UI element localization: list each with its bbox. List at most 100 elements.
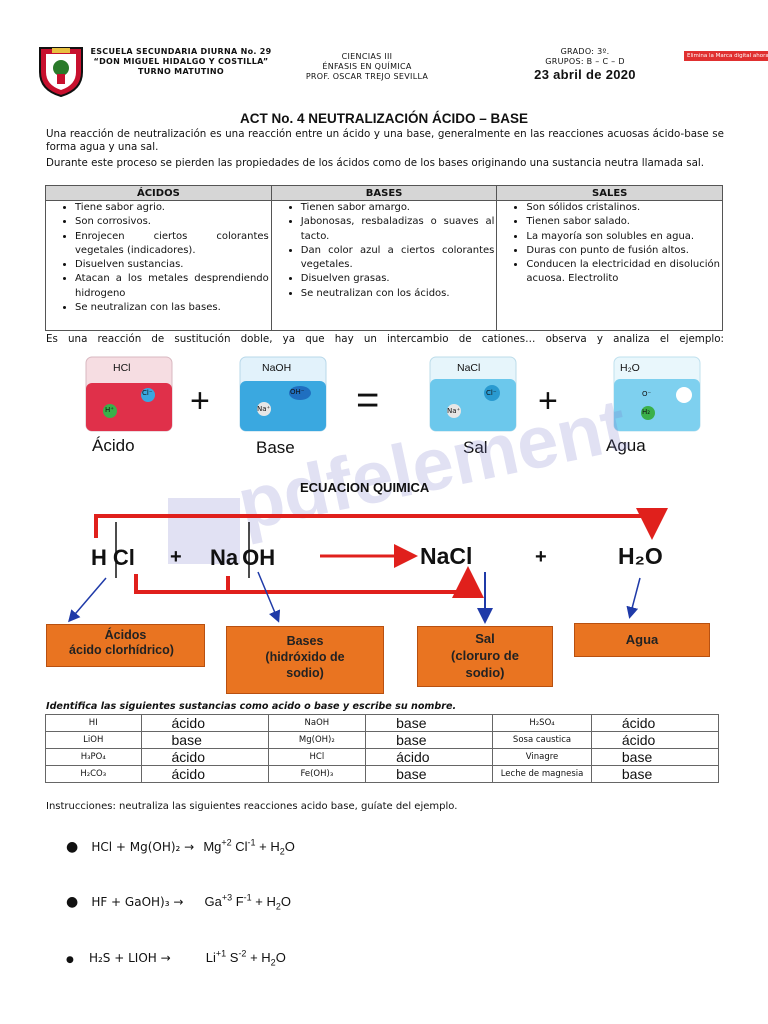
reaction-answer: Li+1 S-2 + H2O bbox=[205, 948, 286, 968]
acid-label: Ácido bbox=[92, 436, 135, 455]
cation: Li bbox=[205, 950, 216, 965]
reaction-left: H₂S + LIOH → bbox=[88, 951, 171, 965]
header-bases: BASES bbox=[270, 185, 498, 201]
sales-cell: Son sólidos cristalinos. Tienen sabor sa… bbox=[496, 200, 723, 331]
list-item: La mayoría son solubles en agua. bbox=[526, 230, 720, 244]
eq-naoh-na: Na bbox=[210, 545, 239, 570]
reaction-3: ● H₂S + LIOH → Li+1 S-2 + H2O bbox=[66, 947, 286, 968]
water-post: O bbox=[280, 894, 292, 909]
eq-plus-2: + bbox=[535, 546, 547, 568]
answer-cell: base bbox=[140, 731, 269, 749]
water-ion-h: H₂ bbox=[642, 408, 651, 416]
table-cell: NaOH bbox=[267, 714, 367, 732]
subject-name: CIENCIAS III bbox=[341, 52, 393, 61]
remove-watermark-button[interactable]: Elimina la Marca digital ahora bbox=[684, 51, 768, 61]
box-acidos-line1: Ácidos bbox=[104, 628, 147, 642]
list-item: Tiene sabor agrio. bbox=[75, 201, 269, 215]
list-item: Se neutralizan con los ácidos. bbox=[301, 287, 495, 301]
cation: Mg bbox=[203, 839, 222, 854]
anion-charge: -1 bbox=[243, 892, 252, 903]
box-agua-label: Agua bbox=[625, 632, 659, 647]
water-sub: 2 bbox=[275, 901, 281, 912]
salt-ion-na: Na⁺ bbox=[447, 407, 461, 415]
table-cell: Sosa caustica bbox=[492, 731, 592, 749]
subject-emphasis: ÉNFASIS EN QUÍMICA bbox=[322, 62, 412, 71]
eq-nacl: NaCl bbox=[420, 543, 473, 569]
salt-label: Sal bbox=[463, 438, 488, 457]
subject-info: CIENCIAS III ÉNFASIS EN QUÍMICA PROF. OS… bbox=[292, 52, 442, 82]
cation-charge: +1 bbox=[215, 948, 227, 959]
water-sub: 2 bbox=[279, 846, 285, 857]
intro-paragraph-2: Durante este proceso se pierden las prop… bbox=[46, 157, 705, 169]
answer-cell: ácido bbox=[140, 714, 269, 732]
bullet-icon: ● bbox=[66, 894, 79, 910]
box-acidos-line2: ácido clorhídrico) bbox=[69, 643, 174, 657]
anion: Cl bbox=[231, 839, 248, 854]
pdf-watermark-logo bbox=[168, 498, 240, 564]
water-pre: + H bbox=[255, 839, 280, 854]
table-cell: H₃PO₄ bbox=[45, 748, 142, 766]
eq-hcl-cl: Cl bbox=[112, 545, 135, 570]
table-row: LiOH base Mg(OH)₂ base Sosa caustica áci… bbox=[45, 731, 720, 749]
acid-formula: HCl bbox=[113, 362, 131, 374]
reaction-answer: Mg+2 Cl-1 + H2O bbox=[203, 837, 295, 857]
answer-cell: ácido bbox=[590, 714, 720, 732]
list-item: Son sólidos cristalinos. bbox=[526, 201, 720, 215]
properties-table: ÁCIDOS BASES SALES Tiene sabor agrio. So… bbox=[45, 185, 723, 331]
base-formula: NaOH bbox=[262, 362, 292, 374]
school-fullname: “DON MIGUEL HIDALGO Y COSTILLA” bbox=[93, 57, 269, 66]
eq-naoh-oh: OH bbox=[242, 545, 276, 570]
acid-ion-h: H⁺ bbox=[105, 406, 114, 414]
answer-cell: base bbox=[590, 765, 720, 783]
teacher-name: PROF. OSCAR TREJO SEVILLA bbox=[305, 72, 429, 81]
anion-charge: -2 bbox=[238, 948, 247, 959]
anion: S bbox=[226, 950, 239, 965]
water-pre: + H bbox=[246, 950, 271, 965]
cation: Ga bbox=[204, 894, 222, 909]
list-item: Atacan a los metales desprendiendo hidro… bbox=[75, 272, 269, 301]
grade: GRADO: 3º. bbox=[560, 47, 610, 56]
answer-cell: base bbox=[365, 731, 494, 749]
water-formula: H₂O bbox=[620, 362, 640, 374]
table-cell: Mg(OH)₂ bbox=[267, 731, 367, 749]
box-bases-line2: (hidróxido de bbox=[265, 650, 345, 664]
water-post: O bbox=[275, 950, 286, 965]
acidos-cell: Tiene sabor agrio. Son corrosivos. Enroj… bbox=[45, 200, 272, 331]
identify-table: HI ácido NaOH base H₂SO₄ ácido LiOH base… bbox=[45, 714, 720, 783]
school-logo bbox=[36, 44, 86, 98]
base-label: Base bbox=[256, 438, 295, 457]
groups: GRUPOS: B – C – D bbox=[545, 57, 625, 66]
equals-sign: = bbox=[356, 378, 380, 422]
answer-cell: base bbox=[365, 765, 494, 783]
box-bases: Bases (hidróxido de sodio) bbox=[226, 626, 384, 694]
list-item: Enrojecen ciertos colorantes vegetales (… bbox=[75, 230, 269, 259]
table-row: H₃PO₄ ácido HCl ácido Vinagre base bbox=[45, 748, 720, 766]
table-cell: HCl bbox=[267, 748, 367, 766]
answer-cell: ácido bbox=[140, 765, 269, 783]
box-sal-line3: sodio) bbox=[465, 665, 505, 680]
answer-cell: ácido bbox=[140, 748, 269, 766]
grade-info: GRADO: 3º. GRUPOS: B – C – D 23 abril de… bbox=[510, 47, 660, 81]
neutralize-instructions: Instrucciones: neutraliza las siguientes… bbox=[46, 801, 458, 812]
box-bases-line3: sodio) bbox=[286, 666, 324, 680]
list-item: Dan color azul a ciertos colorantes vege… bbox=[301, 244, 495, 273]
school-name: ESCUELA SECUNDARIA DIURNA No. 29 bbox=[90, 47, 272, 56]
school-info: ESCUELA SECUNDARIA DIURNA No. 29 “DON MI… bbox=[86, 47, 276, 77]
table-cell: LiOH bbox=[45, 731, 142, 749]
intro-paragraph-1: Una reacción de neutralización es una re… bbox=[46, 128, 724, 153]
list-item: Disuelven sustancias. bbox=[75, 258, 269, 272]
table-cell: Vinagre bbox=[492, 748, 592, 766]
anion-charge: -1 bbox=[247, 837, 256, 848]
box-bases-line1: Bases bbox=[286, 634, 324, 648]
list-item: Disuelven grasas. bbox=[301, 272, 495, 286]
list-item: Jabonosas, resbaladizas o suaves al tact… bbox=[301, 215, 495, 244]
table-cell: H₂SO₄ bbox=[492, 714, 592, 732]
base-ion-oh: OH⁻ bbox=[290, 388, 305, 396]
water-pre: + H bbox=[251, 894, 276, 909]
sustitucion-text: Es una reacción de sustitución doble, ya… bbox=[46, 333, 724, 345]
header-sales: SALES bbox=[496, 185, 723, 201]
table-cell: H₂CO₃ bbox=[45, 765, 142, 783]
answer-cell: base bbox=[590, 748, 720, 766]
list-item: Duras con punto de fusión altos. bbox=[526, 244, 720, 258]
